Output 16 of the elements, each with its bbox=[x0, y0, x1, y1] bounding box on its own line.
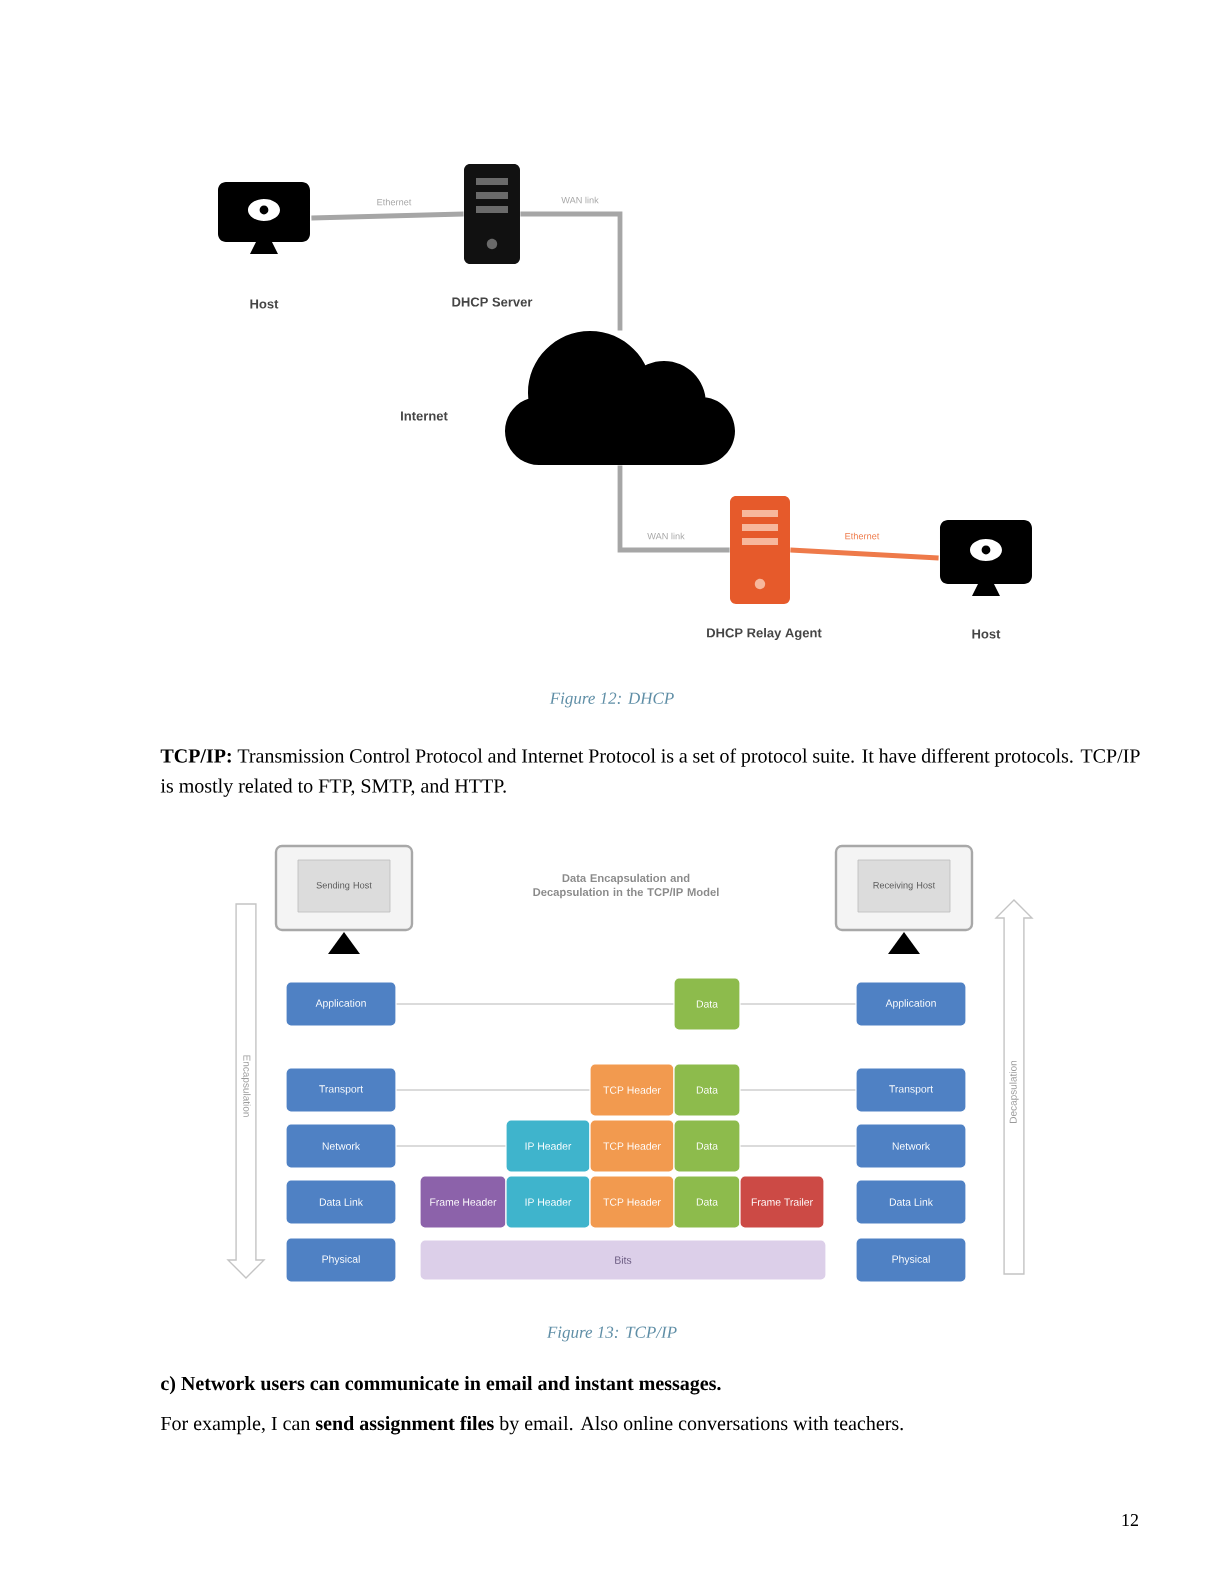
paragraph: For example, I can send assignment files by email. Also online conversations with teachers. bbox=[160, 1415, 903, 1435]
connector-line bbox=[395, 1145, 507, 1147]
figure-caption: Figure 12: DHCP bbox=[549, 692, 674, 708]
connector-line bbox=[739, 1003, 857, 1005]
connector-line bbox=[395, 1089, 591, 1091]
paragraph: TCP/IP: Transmission Control Protocol and Internet Protocol is a set of protocol suite. It have different protocols. TCP/IP is mostly related to FTP, SMTP, and HTTP. bbox=[160, 748, 1140, 797]
connector-line bbox=[617, 465, 730, 553]
connector-line bbox=[739, 1089, 857, 1091]
connector-line bbox=[311, 211, 464, 221]
connector-line bbox=[790, 547, 939, 561]
connector-line bbox=[395, 1003, 675, 1005]
connector-line bbox=[739, 1145, 857, 1147]
figure-caption: Figure 13: TCP/IP bbox=[546, 1326, 677, 1342]
page-number: 12 bbox=[1122, 1514, 1138, 1526]
connector-line bbox=[520, 211, 623, 331]
subheading: c) Network users can communicate in email and instant messages. bbox=[161, 1376, 721, 1395]
